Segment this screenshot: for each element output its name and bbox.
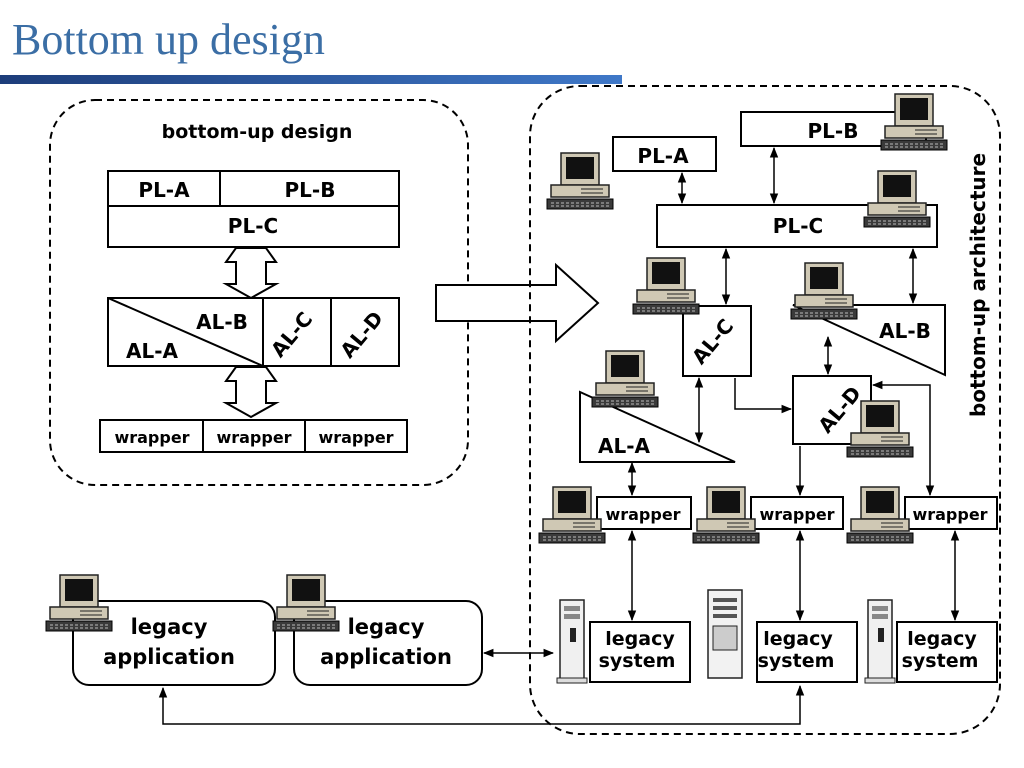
left-al-b-label: AL-B bbox=[196, 310, 248, 334]
legacy-system-line1: legacy bbox=[605, 628, 675, 650]
desktop-computer-icon bbox=[846, 486, 914, 544]
legacy-application-line1: legacy bbox=[348, 615, 425, 639]
legacy-system-line1: legacy bbox=[763, 628, 833, 650]
right-panel-border bbox=[529, 85, 1001, 735]
architecture-vertical-label: bottom-up architecture bbox=[966, 153, 990, 417]
legacy-system-line2: system bbox=[599, 650, 676, 672]
server-tower-icon bbox=[556, 599, 588, 684]
desktop-computer-icon bbox=[591, 350, 659, 408]
pl-stack bbox=[107, 170, 400, 248]
desktop-computer-icon bbox=[538, 486, 606, 544]
legacy-system-line1: legacy bbox=[907, 628, 977, 650]
server-tower-icon bbox=[707, 589, 743, 679]
left-pl-b-label: PL-B bbox=[285, 178, 336, 202]
right-wrapper-label: wrapper bbox=[759, 505, 834, 524]
slide-title: Bottom up design bbox=[12, 15, 325, 64]
left-upper-double-arrow bbox=[222, 247, 280, 300]
left-wrapper-label: wrapper bbox=[114, 428, 189, 447]
desktop-computer-icon bbox=[790, 262, 858, 320]
legacy-system-box bbox=[896, 621, 998, 683]
right-al-c-box bbox=[682, 305, 752, 377]
legacy-application-box bbox=[293, 600, 483, 686]
right-wrapper-box bbox=[596, 496, 692, 530]
left-al-a-label: AL-A bbox=[126, 339, 179, 363]
left-wrapper-row bbox=[99, 419, 408, 453]
right-wrapper-box bbox=[750, 496, 844, 530]
left-wrapper-label: wrapper bbox=[216, 428, 291, 447]
left-lower-double-arrow bbox=[222, 366, 280, 419]
right-pl-a-box bbox=[612, 136, 717, 172]
legacy-system-box bbox=[589, 621, 691, 683]
server-tower-icon bbox=[864, 599, 896, 684]
right-pl-a-label: PL-A bbox=[637, 144, 689, 168]
legacy-application-line1: legacy bbox=[131, 615, 208, 639]
left-pl-c-label: PL-C bbox=[228, 214, 278, 238]
right-pl-c-label: PL-C bbox=[773, 214, 823, 238]
legacy-system-line2: system bbox=[902, 650, 979, 672]
legacy-system-box bbox=[756, 621, 858, 683]
right-wrapper-label: wrapper bbox=[912, 505, 987, 524]
left-panel-heading: bottom-up design bbox=[162, 121, 353, 143]
right-pl-b-label: PL-B bbox=[808, 119, 859, 143]
desktop-computer-icon bbox=[863, 170, 931, 228]
title-underline bbox=[0, 75, 622, 84]
right-al-b-label: AL-B bbox=[879, 319, 931, 343]
left-pl-a-label: PL-A bbox=[138, 178, 190, 202]
right-al-a-label: AL-A bbox=[598, 434, 651, 458]
right-wrapper-box bbox=[904, 496, 998, 530]
legacy-application-line2: application bbox=[320, 645, 452, 669]
desktop-computer-icon bbox=[632, 257, 700, 315]
desktop-computer-icon bbox=[692, 486, 760, 544]
right-al-a-shape bbox=[579, 390, 736, 463]
legacy-system-line2: system bbox=[758, 650, 835, 672]
desktop-computer-icon bbox=[546, 152, 614, 210]
al-stack bbox=[107, 297, 400, 367]
transform-arrow bbox=[435, 262, 600, 344]
right-wrapper-label: wrapper bbox=[605, 505, 680, 524]
left-wrapper-label: wrapper bbox=[318, 428, 393, 447]
connector-lines bbox=[158, 146, 960, 725]
right-al-b-shape bbox=[792, 304, 946, 377]
legacy-application-box bbox=[72, 600, 276, 686]
legacy-application-line2: application bbox=[103, 645, 235, 669]
